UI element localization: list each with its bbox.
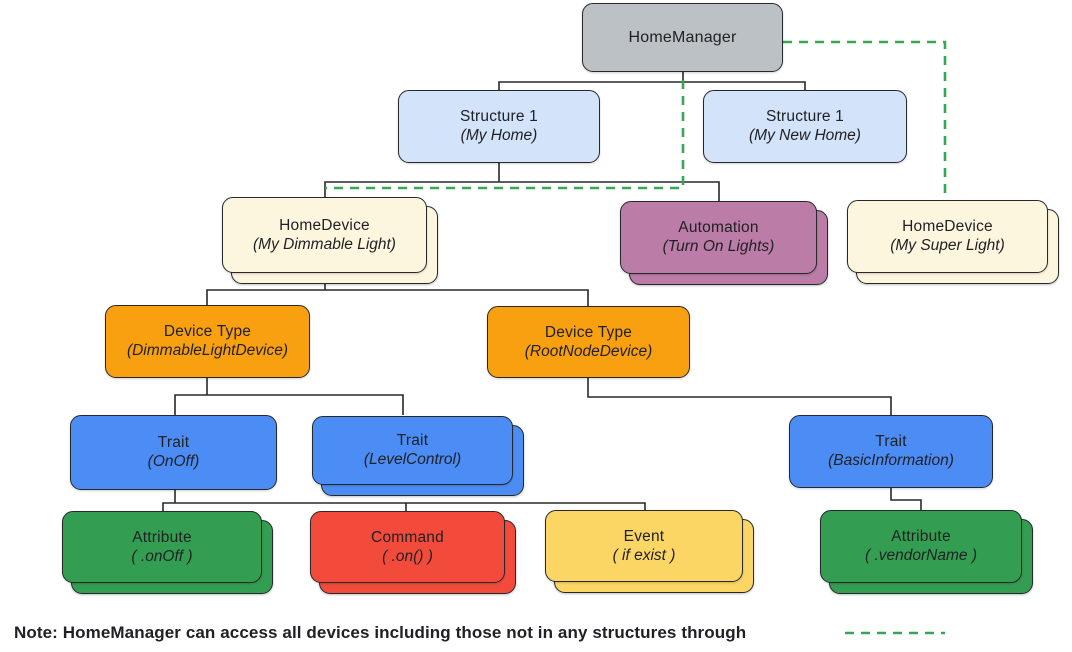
dashed-access-lines [325, 40, 947, 635]
node-box: HomeDevice (My Dimmable Light) [222, 197, 427, 273]
node-homedevice-my-super-light: HomeDevice (My Super Light) [847, 200, 1059, 284]
node-attribute-onoff: Attribute ( .onOff ) [62, 511, 273, 594]
node-box: Attribute ( .vendorName ) [820, 510, 1022, 583]
node-title: Attribute [891, 528, 951, 545]
node-box: Trait (BasicInformation) [789, 415, 993, 488]
node-title: Trait [396, 432, 429, 449]
node-title: Trait [157, 434, 190, 451]
node-homemanager: HomeManager [582, 3, 783, 72]
node-subtitle: ( .on() ) [382, 547, 433, 565]
node-subtitle: (LevelControl) [363, 451, 462, 468]
node-subtitle: (Turn On Lights) [662, 238, 775, 255]
node-subtitle: (RootNodeDevice) [524, 342, 653, 360]
node-title: Device Type [544, 323, 633, 341]
node-box: HomeDevice (My Super Light) [847, 200, 1048, 273]
node-subtitle: (OnOff) [147, 453, 200, 470]
node-title: Attribute [132, 528, 192, 546]
footer-note: Note: HomeManager can access all devices… [14, 623, 747, 642]
node-subtitle: (My New Home) [749, 127, 861, 144]
node-subtitle: (My Dimmable Light) [253, 235, 396, 253]
node-title: HomeManager [628, 28, 737, 46]
node-box: Automation (Turn On Lights) [620, 201, 817, 274]
node-box: Trait (OnOff) [70, 415, 277, 490]
node-box: Structure 1 (My New Home) [703, 90, 907, 163]
node-subtitle: (DimmableLightDevice) [126, 342, 289, 359]
node-title: HomeDevice [902, 218, 993, 235]
node-title: Structure 1 [459, 108, 538, 125]
node-devicetype-dimmablelightdevice: Device Type (DimmableLightDevice) [105, 305, 310, 378]
node-box: Device Type (RootNodeDevice) [487, 306, 690, 378]
dashed-line-to-dimmable-light [325, 80, 685, 190]
node-title: Command [371, 528, 444, 546]
node-automation-turn-on-lights: Automation (Turn On Lights) [620, 201, 828, 285]
node-event-if-exist: Event ( if exist ) [545, 510, 754, 593]
node-title: Device Type [163, 323, 252, 340]
node-box: HomeManager [582, 3, 783, 72]
node-title: HomeDevice [279, 216, 370, 234]
node-command-on: Command ( .on() ) [310, 511, 516, 594]
node-structure-my-new-home: Structure 1 (My New Home) [703, 90, 907, 163]
node-title: Automation [678, 219, 759, 236]
node-devicetype-rootnodedevice: Device Type (RootNodeDevice) [487, 306, 690, 378]
node-subtitle: (My Home) [460, 127, 538, 144]
node-trait-levelcontrol: Trait (LevelControl) [312, 416, 524, 496]
node-trait-basicinformation: Trait (BasicInformation) [789, 415, 993, 488]
node-homedevice-my-dimmable-light: HomeDevice (My Dimmable Light) [222, 197, 438, 284]
node-box: Command ( .on() ) [310, 511, 505, 583]
node-subtitle: (BasicInformation) [828, 452, 954, 469]
node-trait-onoff: Trait (OnOff) [70, 415, 277, 490]
node-box: Attribute ( .onOff ) [62, 511, 262, 583]
node-title: Trait [875, 433, 907, 450]
node-box: Device Type (DimmableLightDevice) [105, 305, 310, 378]
node-subtitle: ( .onOff ) [131, 547, 193, 565]
node-box: Trait (LevelControl) [312, 416, 513, 485]
node-attribute-vendorname: Attribute ( .vendorName ) [820, 510, 1033, 594]
node-subtitle: (My Super Light) [890, 237, 1005, 254]
dashed-line-to-super-light [783, 40, 947, 198]
node-structure-my-home: Structure 1 (My Home) [398, 90, 600, 163]
node-box: Event ( if exist ) [545, 510, 743, 582]
node-title: Event [623, 527, 665, 545]
node-title: Structure 1 [765, 108, 844, 125]
node-subtitle: ( .vendorName ) [865, 547, 977, 564]
node-box: Structure 1 (My Home) [398, 90, 600, 163]
node-subtitle: ( if exist ) [612, 546, 676, 564]
